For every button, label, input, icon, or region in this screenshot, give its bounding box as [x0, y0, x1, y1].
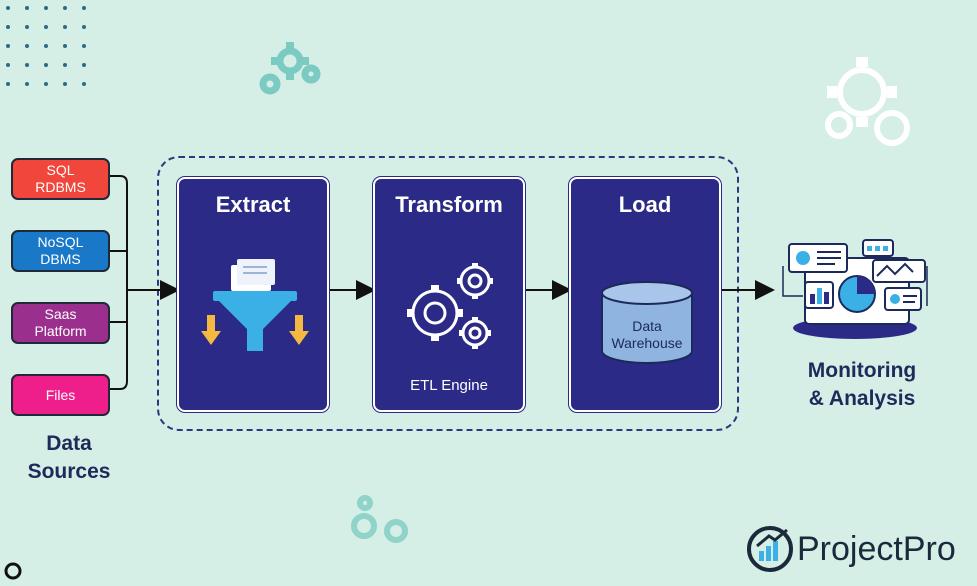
source-label: Files — [45, 386, 76, 403]
source-label: RDBMS — [35, 179, 86, 195]
data-warehouse-label: Data Warehouse — [611, 318, 683, 351]
teal-gears-bottom-icon — [351, 495, 408, 543]
transform-stage[interactable]: Transform ETL Engine — [373, 177, 525, 412]
stage-title: Load — [618, 192, 672, 217]
source-label: Platform — [34, 323, 87, 339]
source-label: Saas — [44, 306, 77, 322]
data-sources-heading: Data Sources — [27, 432, 111, 483]
source-label: DBMS — [40, 251, 81, 267]
dashboard-illustration-icon — [782, 239, 928, 339]
etl-pipeline-frame — [157, 156, 739, 431]
source-files[interactable]: Files — [11, 374, 110, 416]
projectpro-logo-icon — [747, 526, 793, 572]
white-gears-icon — [825, 67, 910, 146]
extract-stage[interactable]: Extract — [177, 177, 329, 412]
monitoring-analysis-heading: Monitoring & Analysis — [807, 359, 917, 410]
etl-engine-caption: ETL Engine — [410, 377, 488, 394]
stage-title: Extract — [215, 192, 291, 217]
dot-grid-decoration — [6, 6, 86, 86]
funnel-icon — [201, 259, 309, 351]
gears-icon — [407, 263, 493, 349]
source-label: NoSQL — [37, 234, 84, 250]
stage-title: Transform — [395, 192, 503, 217]
load-stage[interactable]: Load Data Warehouse — [569, 177, 721, 412]
source-label: SQL — [46, 162, 75, 178]
brand-name: ProjectPro — [797, 530, 956, 568]
teal-gears-top-icon — [259, 47, 321, 95]
ring-icon — [4, 562, 22, 580]
sources-bracket — [110, 175, 128, 390]
database-icon — [601, 281, 693, 364]
